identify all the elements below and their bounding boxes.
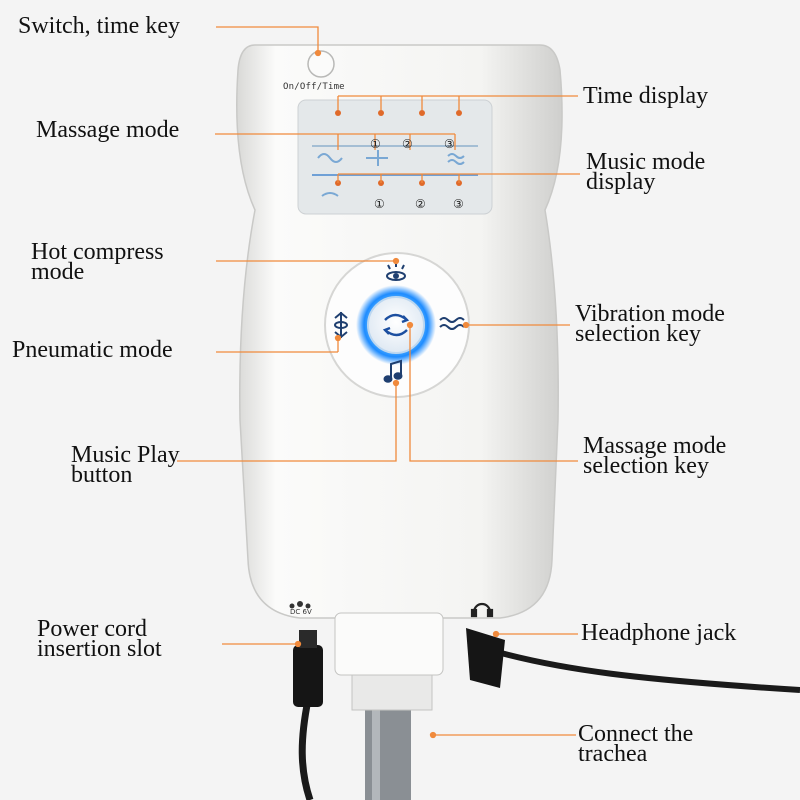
on-off-time-button[interactable] [307,50,335,78]
power-cable [298,699,314,800]
power-plug [293,645,323,707]
music-number-3: ③ [453,197,464,211]
label-line: Vibration mode [575,301,725,327]
label-hot-compress-mode: Hot compress mode [31,240,164,284]
label-music-play-button: Music Play button [71,443,180,487]
headphone-plug [466,628,505,688]
dc-plug-icon [289,601,311,609]
headphone-icon [470,602,494,618]
leader-lines [177,26,580,739]
label-massage-mode-key: Massage mode selection key [583,434,726,478]
music-note-icon[interactable] [383,359,403,383]
label-line: Hot compress [31,239,164,265]
massage-mode-selection-key[interactable] [367,296,425,354]
label-massage-mode: Massage mode [36,117,180,143]
music-number-1: ① [374,197,385,211]
label-vibration-mode-key: Vibration mode selection key [575,302,725,346]
label-line: Music mode [586,149,706,175]
label-line: Connect the [578,721,694,747]
display-mode-icons [317,150,465,197]
label-line: insertion slot [37,636,162,662]
cycle-arrows-icon [382,313,410,337]
mode-number-1: ① [370,137,381,151]
mode-number-2: ② [402,137,413,151]
label-headphone-jack: Headphone jack [581,620,737,646]
tube-connector [334,612,444,676]
power-plug-tip [299,630,317,648]
label-switch-time-key: Switch, time key [18,13,180,39]
label-connect-trachea: Connect the trachea [578,722,693,766]
label-line: button [71,462,133,488]
vibration-wave-icon[interactable] [439,317,465,330]
tube-collar [351,674,433,711]
label-time-display: Time display [583,83,709,109]
pneumatic-icon[interactable] [334,311,348,339]
label-line: display [586,169,656,195]
music-number-2: ② [415,197,426,211]
label-pneumatic-mode: Pneumatic mode [12,337,173,363]
headphone-cable [489,647,800,693]
label-line: selection key [583,453,709,479]
dc-label: DC 6V [290,608,312,616]
hot-compress-icon[interactable] [386,262,406,281]
label-line: trachea [578,741,648,767]
display-panel [297,99,493,215]
label-music-mode-display: Music mode display [586,150,705,194]
label-line: mode [31,259,85,285]
on-off-time-label: On/Off/Time [283,82,345,92]
label-line: Power cord [37,616,147,642]
mode-number-3: ③ [444,137,455,151]
label-line: Massage mode [583,433,727,459]
label-power-cord-slot: Power cord insertion slot [37,617,162,661]
label-line: Music Play [71,442,180,468]
label-line: selection key [575,321,701,347]
